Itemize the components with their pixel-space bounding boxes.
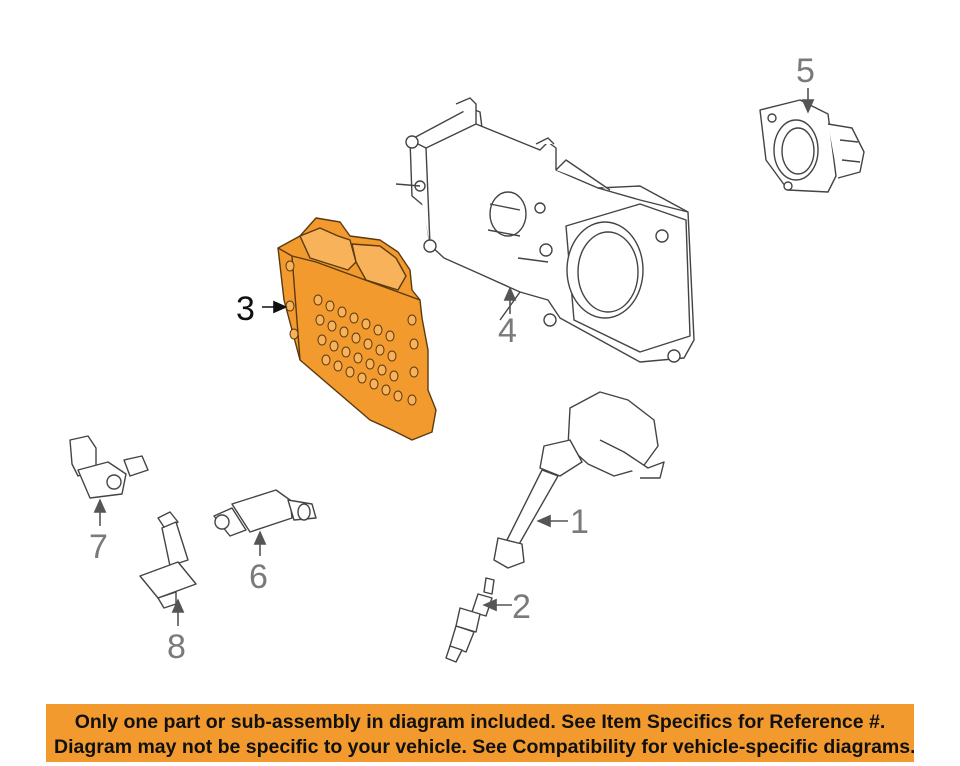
part-7-sensor	[69, 435, 149, 499]
callout-8: 8	[167, 628, 186, 666]
notice-banner: Only one part or sub-assembly in diagram…	[46, 704, 914, 762]
parts-diagram: 5 4 3 1 2 6 7 8	[69, 52, 865, 666]
part-2-spark-plug	[445, 577, 495, 663]
connector-pins	[285, 260, 419, 406]
callout-2: 2	[512, 588, 531, 626]
notice-line-1: Only one part or sub-assembly in diagram…	[74, 711, 886, 733]
callout-4: 4	[498, 312, 517, 350]
notice-line-2: Diagram may not be specific to your vehi…	[54, 736, 914, 758]
callout-1: 1	[570, 503, 589, 541]
part-4-bracket	[395, 97, 695, 363]
callout-3: 3	[236, 290, 255, 328]
callout-5: 5	[796, 52, 815, 90]
callout-6: 6	[249, 558, 268, 596]
leader-arrows	[93, 88, 815, 626]
part-8-sensor	[139, 511, 197, 609]
part-1-ignition-coil	[493, 391, 665, 569]
part-6-solenoid	[213, 489, 317, 537]
callout-7: 7	[89, 528, 108, 566]
part-5-throttle-body	[759, 99, 865, 193]
part-3-control-module	[277, 217, 437, 441]
